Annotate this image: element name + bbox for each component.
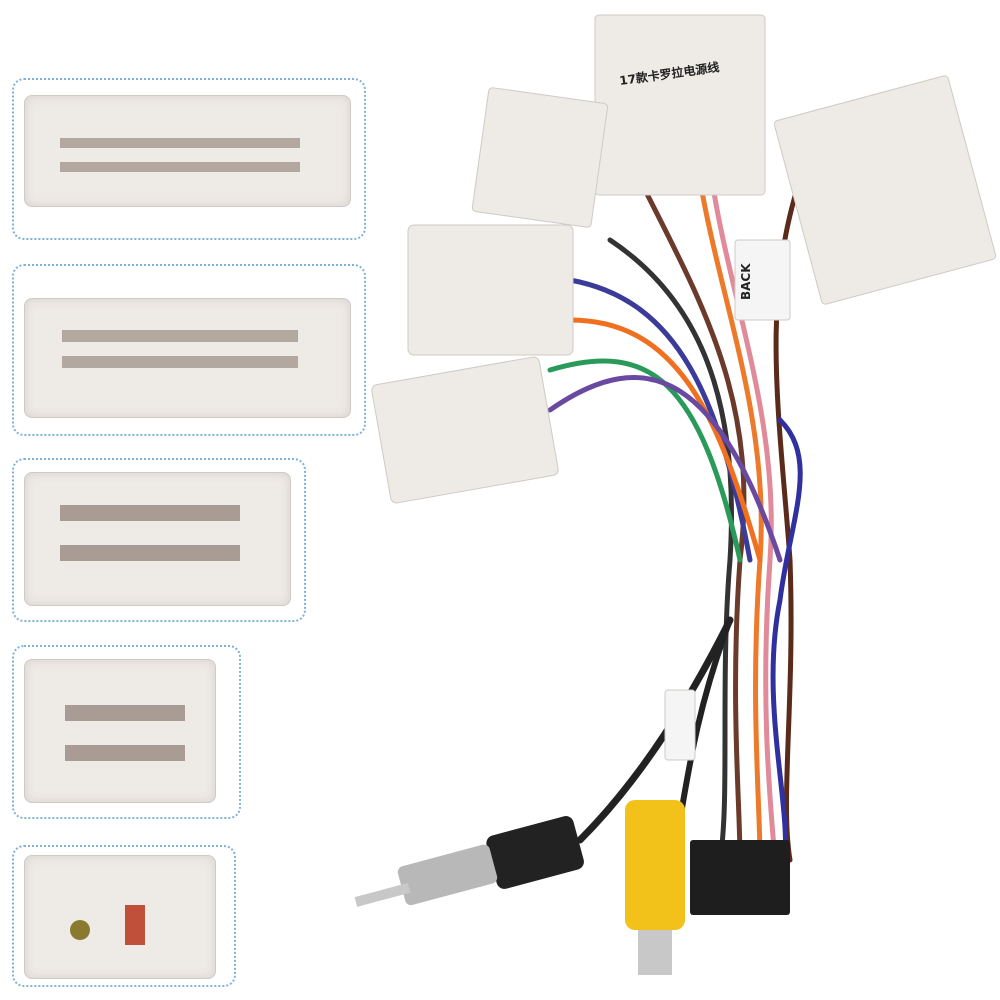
connector-8pin bbox=[24, 659, 216, 803]
pin-rows bbox=[60, 138, 300, 945]
black-plug bbox=[690, 840, 790, 915]
back-label: BACK bbox=[739, 263, 753, 300]
connector-view-panel-5 bbox=[12, 845, 236, 987]
connector-view-panel-1 bbox=[12, 78, 366, 240]
connector-12pin bbox=[24, 472, 291, 606]
antenna-connector bbox=[24, 855, 216, 979]
connector-view-panel-3 bbox=[12, 458, 306, 622]
connector-view-panel-4 bbox=[12, 645, 241, 819]
connector-28pin bbox=[24, 95, 351, 207]
antenna-plug bbox=[354, 816, 584, 907]
connectors-white bbox=[371, 14, 997, 761]
rca-plug bbox=[625, 800, 685, 975]
